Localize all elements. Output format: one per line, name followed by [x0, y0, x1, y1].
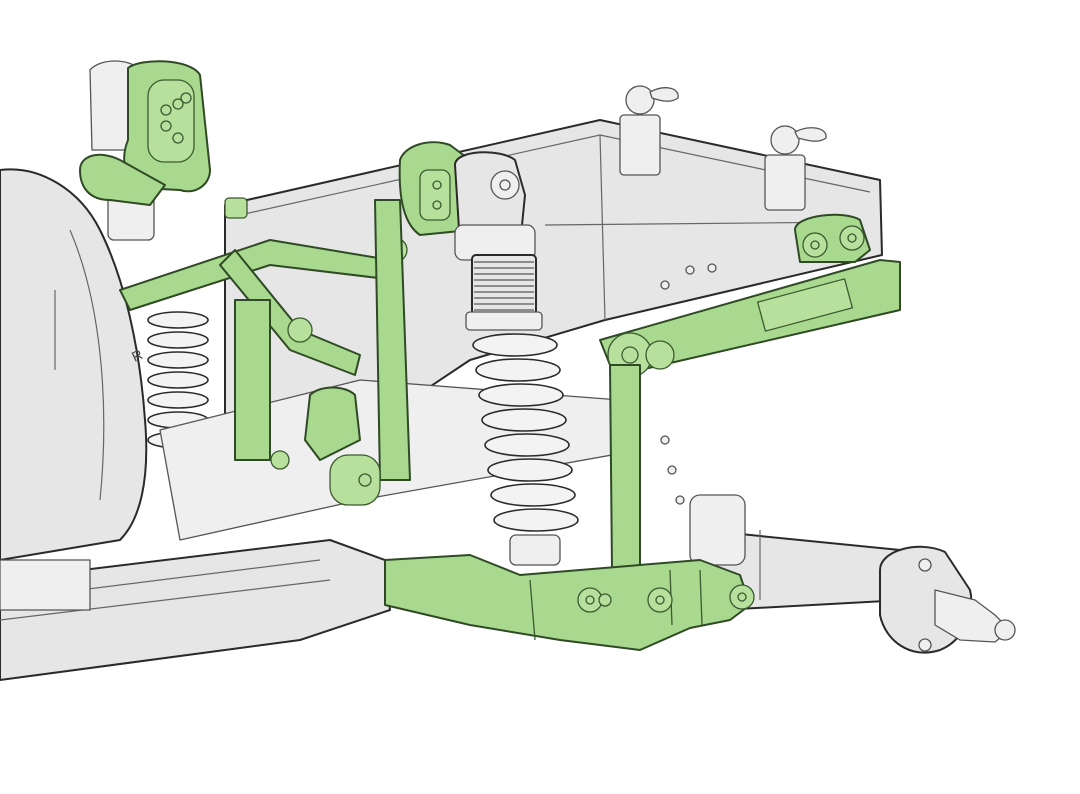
axle-truss-bracket: [384, 554, 755, 651]
bumper-mount: [794, 213, 871, 263]
upper-shock-mount-left: [79, 60, 211, 206]
servo-link-assembly: [119, 199, 411, 506]
lower-link-mount: [224, 197, 290, 470]
panhard-bar: [599, 259, 901, 571]
body-post-right: [764, 125, 827, 211]
shock-tower-right: [398, 141, 471, 236]
coilover-shock-front: [454, 151, 579, 566]
transmission-housing: [0, 168, 148, 561]
body-post-left: [619, 85, 679, 176]
wheel-hub: [879, 545, 1016, 654]
